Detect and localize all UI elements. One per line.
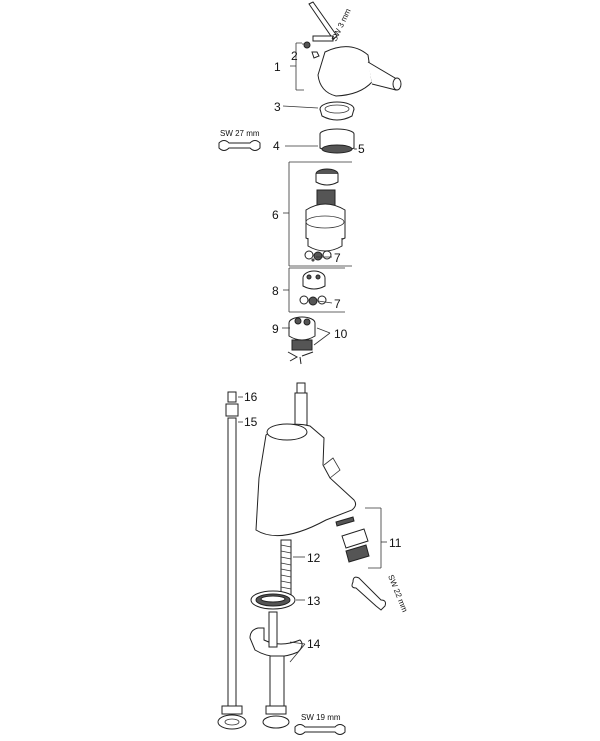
wrench-bottom-icon <box>294 724 346 735</box>
cover-ring-part <box>319 101 355 121</box>
mounting-nut-part <box>262 655 290 729</box>
label-part-7-bottom: 7 <box>334 297 341 311</box>
label-part-4: 4 <box>273 139 280 153</box>
grub-screw-part <box>303 41 311 49</box>
hex-key-icon <box>308 1 338 42</box>
label-part-12: 12 <box>307 551 321 565</box>
label-part-10: 10 <box>334 327 348 341</box>
label-part-11: 11 <box>389 536 402 550</box>
mounting-plate-part <box>249 611 303 657</box>
faucet-body-part <box>255 382 357 537</box>
washer-part <box>250 590 296 610</box>
label-part-5: 5 <box>358 142 365 156</box>
label-part-6: 6 <box>272 208 279 222</box>
label-part-1: 1 <box>274 60 281 74</box>
threaded-rod-part <box>280 539 292 601</box>
wrench-aerator-icon <box>351 576 386 611</box>
handle-assembly: SW 3 mm <box>290 1 402 97</box>
label-part-7-top: 7 <box>334 251 341 265</box>
label-part-2: 2 <box>291 49 298 63</box>
valve-disc-part <box>302 258 326 290</box>
screw-cap-part <box>311 51 320 59</box>
label-part-13: 13 <box>307 594 321 608</box>
lock-nut-part <box>319 128 355 154</box>
label-part-8: 8 <box>272 284 279 298</box>
wrench-top-size-label: SW 27 mm <box>220 129 260 138</box>
o-rings-lower-part <box>299 295 327 306</box>
wrench-top-icon <box>218 140 261 151</box>
label-part-14: 14 <box>307 637 321 651</box>
lever-handle-part <box>317 46 402 97</box>
label-part-16: 16 <box>244 390 258 404</box>
wrench-aerator-size-label: SW 22 mm <box>386 573 409 613</box>
o-rings-part <box>304 250 332 261</box>
label-part-3: 3 <box>274 100 281 114</box>
valve-body-part <box>287 316 316 365</box>
hex-key-size-label: SW 3 mm <box>330 7 353 43</box>
label-part-9: 9 <box>272 322 279 336</box>
label-part-15: 15 <box>244 415 258 429</box>
supply-hose-part <box>217 391 247 730</box>
wrench-bottom-size-label: SW 19 mm <box>301 713 341 722</box>
cartridge-part <box>305 168 346 252</box>
aerator-part <box>335 516 370 563</box>
